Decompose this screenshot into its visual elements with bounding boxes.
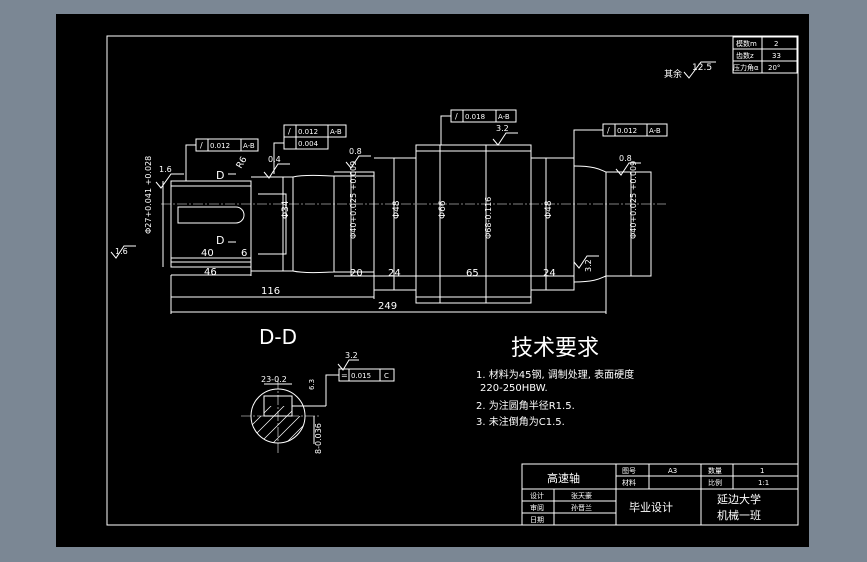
dim-249: 249 bbox=[378, 301, 397, 312]
dim-65: 65 bbox=[466, 268, 479, 279]
svg-text:0.012: 0.012 bbox=[298, 128, 318, 136]
tech-item-1b: 220-250HBW. bbox=[480, 383, 548, 394]
svg-text:A-B: A-B bbox=[330, 128, 342, 136]
dim-66: Φ66 bbox=[438, 200, 448, 219]
svg-text:3.2: 3.2 bbox=[496, 124, 509, 133]
key-width: 23-0.2 bbox=[261, 375, 287, 384]
section-mark-top: D bbox=[216, 169, 224, 182]
tolerance-gear: / 0.018 A-B bbox=[440, 109, 517, 145]
svg-text:1.6: 1.6 bbox=[159, 165, 172, 174]
svg-text:审阅: 审阅 bbox=[530, 503, 544, 512]
table-label-module: 模数m bbox=[736, 39, 757, 48]
svg-text:A-B: A-B bbox=[243, 142, 255, 150]
svg-text:0.8: 0.8 bbox=[619, 154, 632, 163]
svg-text:数量: 数量 bbox=[708, 466, 722, 475]
roughness-symbols: 1.6 0.4 0.8 3.2 0.8 1.6 3.2 bbox=[110, 124, 641, 272]
dim-6: 6 bbox=[241, 248, 247, 259]
svg-text:0.012: 0.012 bbox=[617, 127, 637, 135]
length-dimensions: 40 6 46 116 249 20 24 65 24 bbox=[170, 248, 607, 314]
mid-keyway bbox=[258, 193, 287, 255]
table-value-pressure-angle: 20° bbox=[768, 64, 780, 72]
part-name: 高速轴 bbox=[547, 471, 580, 485]
tech-title: 技术要求 bbox=[511, 336, 599, 361]
svg-text:12.5: 12.5 bbox=[692, 63, 712, 73]
svg-text:A3: A3 bbox=[668, 467, 677, 475]
fillet-radius: R6 bbox=[235, 155, 250, 171]
dim-40a: Φ40+0.025 +0.009 bbox=[349, 161, 358, 239]
key-roughness: 6.3 bbox=[308, 379, 316, 390]
svg-text:1:1: 1:1 bbox=[758, 479, 769, 487]
svg-text:图号: 图号 bbox=[622, 467, 636, 475]
svg-text:/: / bbox=[455, 112, 458, 121]
section-view: D-D 23-0.2 8-0.036 6.3 3.2 = 0.015 C bbox=[241, 325, 395, 454]
school-name: 延边大学 bbox=[717, 492, 761, 506]
shaft-drawing: 模数m 2 齿数z 33 压力角α 20° 其余 12.5 bbox=[106, 35, 799, 526]
svg-text:/: / bbox=[607, 126, 610, 135]
dim-48b: Φ48 bbox=[544, 200, 554, 219]
svg-text:张天豪: 张天豪 bbox=[571, 491, 592, 500]
svg-text:孙晋兰: 孙晋兰 bbox=[571, 503, 592, 512]
svg-text:0.8: 0.8 bbox=[349, 147, 362, 156]
svg-text:0.4: 0.4 bbox=[268, 155, 281, 164]
svg-text:1: 1 bbox=[760, 467, 764, 475]
tech-item-3: 3. 未注倒角为C1.5. bbox=[476, 415, 565, 428]
svg-text:0.004: 0.004 bbox=[298, 140, 319, 148]
drawing-sheet: 模数m 2 齿数z 33 压力角α 20° 其余 12.5 bbox=[56, 14, 809, 547]
svg-text:0.015: 0.015 bbox=[351, 372, 371, 380]
dim-40b: Φ40+0.025 +0.009 bbox=[629, 161, 638, 239]
gear-parameter-table: 模数m 2 齿数z 33 压力角α 20° bbox=[732, 36, 798, 74]
svg-text:比例: 比例 bbox=[708, 478, 722, 487]
svg-text:0.018: 0.018 bbox=[465, 113, 485, 121]
dim-40: 40 bbox=[201, 248, 214, 259]
svg-text:0.012: 0.012 bbox=[210, 142, 230, 150]
table-value-teeth: 33 bbox=[772, 52, 781, 60]
svg-text:/: / bbox=[288, 127, 291, 136]
tech-item-2: 2. 为注圆角半径R1.5. bbox=[476, 399, 575, 412]
dim-20: 20 bbox=[350, 268, 363, 279]
svg-text:其余: 其余 bbox=[664, 68, 682, 80]
table-label-pressure-angle: 压力角α bbox=[733, 63, 759, 72]
svg-text:设计: 设计 bbox=[530, 491, 544, 500]
dim-24a: 24 bbox=[388, 268, 401, 279]
class-name: 机械一班 bbox=[717, 508, 761, 522]
svg-text:日期: 日期 bbox=[530, 516, 544, 524]
svg-text:3.2: 3.2 bbox=[345, 351, 358, 360]
section-marks: D D bbox=[216, 169, 236, 247]
dim-24b: 24 bbox=[543, 268, 556, 279]
rest-roughness-note: 其余 12.5 bbox=[664, 61, 716, 80]
svg-text:C: C bbox=[384, 372, 389, 380]
svg-text:A-B: A-B bbox=[649, 127, 661, 135]
dim-46: 46 bbox=[204, 267, 217, 278]
tech-item-1: 1. 材料为45钢, 调制处理, 表面硬度 bbox=[476, 368, 634, 381]
svg-text:1.6: 1.6 bbox=[115, 247, 128, 256]
left-keyway bbox=[177, 206, 245, 224]
svg-text:/: / bbox=[200, 141, 203, 150]
project-name: 毕业设计 bbox=[629, 501, 673, 514]
table-value-module: 2 bbox=[774, 40, 778, 48]
tolerance-right: / 0.012 A-B bbox=[573, 123, 668, 166]
section-mark-bottom: D bbox=[216, 234, 224, 247]
drawing-border bbox=[106, 35, 799, 526]
svg-text:A-B: A-B bbox=[498, 113, 510, 121]
dim-48a: Φ48 bbox=[392, 200, 402, 219]
shaft-outline bbox=[170, 144, 652, 304]
tolerance-mid: / 0.012 A-B 0.004 bbox=[273, 124, 347, 174]
svg-text:=: = bbox=[341, 371, 348, 380]
table-label-teeth: 齿数z bbox=[736, 51, 754, 60]
tolerance-left: / 0.012 A-B bbox=[185, 138, 259, 181]
diameter-dimensions: Φ27+0.041 +0.028 Φ34 Φ40+0.025 +0.009 Φ4… bbox=[144, 145, 638, 303]
section-title: D-D bbox=[259, 325, 297, 349]
dim-116: 116 bbox=[261, 286, 280, 297]
dim-34: Φ34 bbox=[281, 200, 291, 219]
dim-left-journal: Φ27+0.041 +0.028 bbox=[144, 156, 153, 234]
title-block: 高速轴 图号 A3 材料 数量 1 比例 1:1 设计 张天豪 审阅 孙晋兰 日… bbox=[521, 463, 799, 526]
key-depth: 8-0.036 bbox=[314, 423, 323, 454]
svg-text:材料: 材料 bbox=[622, 478, 636, 487]
svg-text:3.2: 3.2 bbox=[584, 259, 593, 272]
technical-requirements: 技术要求 1. 材料为45钢, 调制处理, 表面硬度 220-250HBW. 2… bbox=[476, 336, 634, 428]
dim-68: Φ68-0.116 bbox=[484, 197, 493, 239]
